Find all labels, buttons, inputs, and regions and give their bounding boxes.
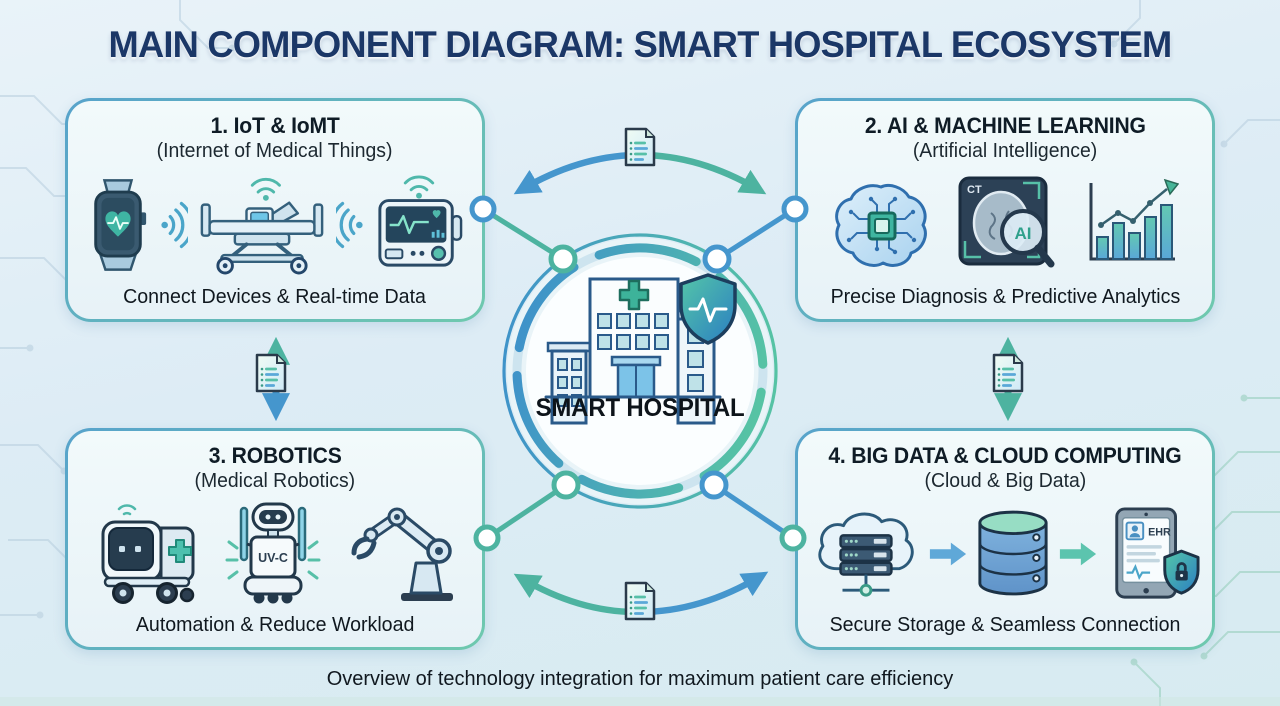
smartwatch-icon	[94, 178, 147, 271]
panel-bigdata-cloud: 4. BIG DATA & CLOUD COMPUTING (Cloud & B…	[795, 428, 1215, 650]
ct-scan-magnifier-icon: CT AI	[958, 176, 1055, 267]
ehr-tablet-shield-icon: EHR	[1115, 506, 1200, 599]
cloud-server-icon	[818, 512, 914, 597]
robotics-subheading: (Medical Robotics)	[194, 470, 356, 492]
wireless-signal-icon	[336, 201, 363, 248]
document-icon-bottom	[624, 581, 656, 621]
iot-caption: Connect Devices & Real-time Data	[123, 286, 427, 308]
panel-ai-ml: 2. AI & MACHINE LEARNING (Artificial Int…	[795, 98, 1215, 322]
page-title: MAIN COMPONENT DIAGRAM: SMART HOSPITAL E…	[108, 24, 1173, 65]
bigdata-icon-row: EHR	[806, 493, 1204, 614]
wireless-signal-icon	[161, 201, 188, 248]
ai-subheading: (Artificial Intelligence)	[912, 140, 1098, 162]
delivery-robot-icon	[101, 503, 195, 604]
smart-hospital-label: SMART HOSPITAL	[535, 394, 745, 422]
hub-connector-lines	[481, 206, 797, 541]
iot-heading: 1. IoT & IoMT	[210, 113, 340, 138]
bigdata-heading: 4. BIG DATA & CLOUD COMPUTING	[828, 443, 1182, 468]
robotics-caption: Automation & Reduce Workload	[135, 614, 415, 636]
growth-chart-icon	[1089, 178, 1179, 260]
robotic-arm-icon	[351, 507, 453, 601]
ehr-label: EHR	[1148, 526, 1171, 538]
smart-hospital-hub	[502, 233, 778, 509]
flow-arrow-icon	[929, 542, 967, 565]
ai-heading: 2. AI & MACHINE LEARNING	[864, 113, 1146, 138]
document-icon-left	[255, 353, 287, 393]
iot-subheading: (Internet of Medical Things)	[157, 140, 393, 162]
document-icon-top	[624, 127, 656, 167]
panel-robotics: 3. ROBOTICS (Medical Robotics)	[65, 428, 485, 650]
ai-icon-row: CT AI	[806, 163, 1204, 286]
patient-monitor-icon	[378, 175, 463, 267]
iot-icon-row	[76, 163, 474, 286]
flow-arrow-icon	[1059, 542, 1097, 565]
bigdata-caption: Secure Storage & Seamless Connection	[829, 614, 1181, 636]
curved-double-arrow-top	[513, 151, 767, 195]
robotics-heading: 3. ROBOTICS	[208, 443, 342, 468]
ai-brain-chip-icon	[835, 183, 927, 267]
ai-label: AI	[1015, 224, 1032, 243]
database-icon	[978, 510, 1048, 595]
ring-nodes	[469, 195, 809, 552]
footer-caption: Overview of technology integration for m…	[326, 668, 954, 690]
ct-label: CT	[967, 184, 982, 196]
smart-bed-icon	[200, 177, 324, 274]
document-icon-right	[992, 353, 1024, 393]
ai-caption: Precise Diagnosis & Predictive Analytics	[830, 286, 1180, 308]
uvc-label: UV-C	[258, 551, 288, 565]
uvc-robot-icon: UV-C	[225, 502, 321, 603]
bigdata-subheading: (Cloud & Big Data)	[924, 470, 1086, 492]
robotics-icon-row: UV-C	[76, 493, 474, 614]
curved-double-arrow-bottom	[513, 571, 769, 616]
panel-iot-iomt: 1. IoT & IoMT (Internet of Medical Thing…	[65, 98, 485, 322]
